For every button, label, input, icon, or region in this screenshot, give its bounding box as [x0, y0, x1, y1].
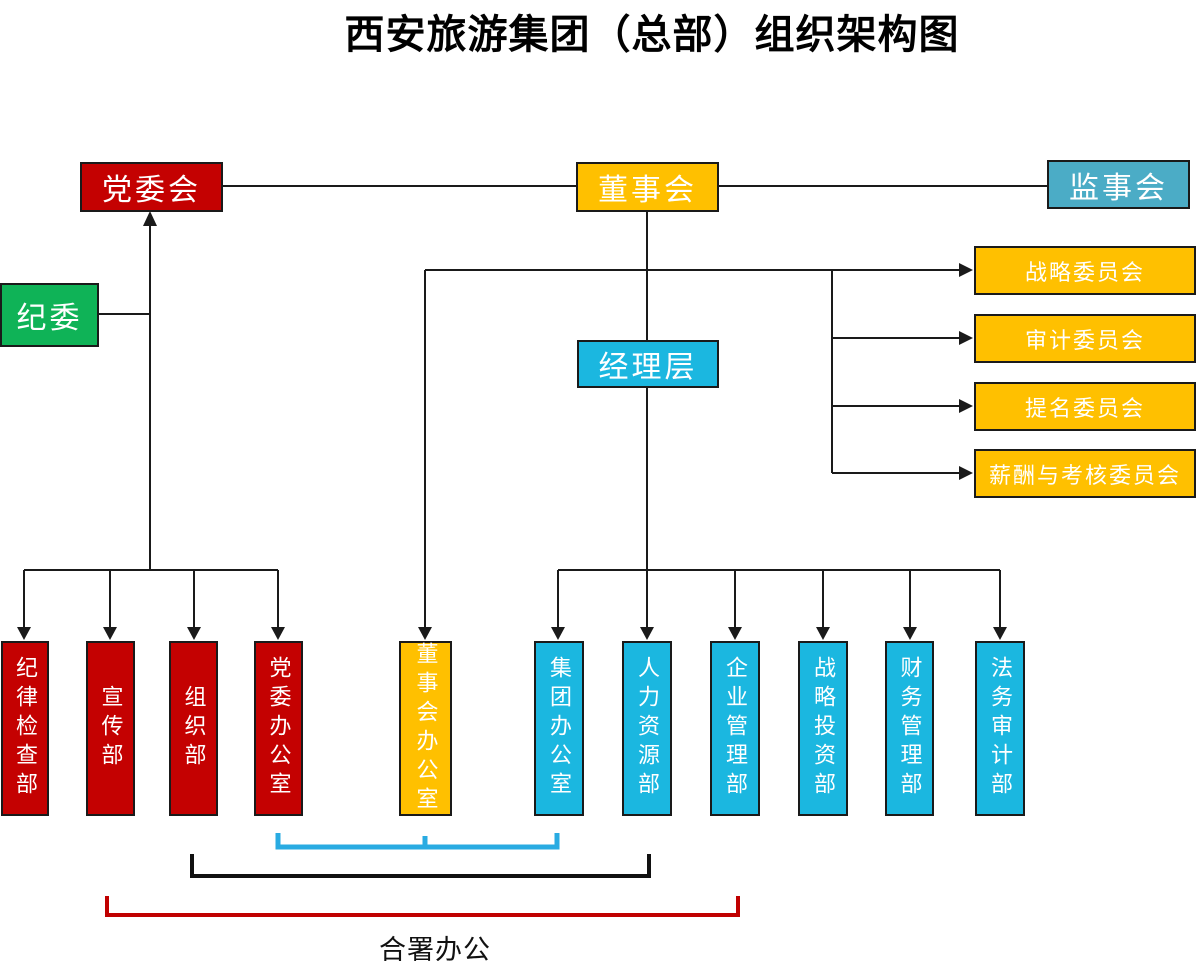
node-publicity-dept: 宣传部: [86, 641, 135, 816]
node-label: 宣传部: [98, 685, 124, 772]
node-label: 集团办公室: [547, 656, 572, 801]
node-finance-management-dept: 财务管理部: [885, 641, 934, 816]
bracket-blue: [275, 833, 560, 850]
arrowheads: [17, 211, 1007, 640]
node-label: 纪律检查部: [13, 656, 38, 801]
node-strategic-investment-dept: 战略投资部: [798, 641, 848, 816]
bracket-red: [105, 896, 740, 917]
node-party-committee: 党委会: [80, 162, 223, 212]
node-label: 人力资源部: [635, 656, 660, 801]
node-label: 战略投资部: [811, 656, 836, 801]
node-supervisory-board: 监事会: [1047, 160, 1190, 209]
bracket-black: [190, 854, 651, 878]
node-party-committee-office: 党委办公室: [254, 641, 303, 816]
node-audit-committee: 审计委员会: [974, 314, 1196, 363]
node-label: 法务审计部: [988, 656, 1013, 801]
node-nomination-committee: 提名委员会: [974, 382, 1196, 431]
node-human-resources-dept: 人力资源部: [622, 641, 672, 816]
node-strategy-committee: 战略委员会: [974, 246, 1196, 295]
page-title: 西安旅游集团（总部）组织架构图: [344, 12, 960, 57]
node-label: 企业管理部: [723, 656, 748, 801]
node-discipline-inspection-dept: 纪律检查部: [1, 641, 49, 816]
node-group-office: 集团办公室: [534, 641, 584, 816]
connector-lines: [23, 185, 1047, 628]
node-label: 党委办公室: [266, 656, 292, 801]
node-organization-dept: 组织部: [169, 641, 218, 816]
node-label: 董事会办公室: [413, 641, 439, 816]
node-remuneration-committee: 薪酬与考核委员会: [974, 449, 1196, 498]
node-discipline-committee: 纪委: [0, 283, 99, 347]
joint-office-label: 合署办公: [379, 935, 491, 961]
node-board-office: 董事会办公室: [399, 641, 452, 816]
node-enterprise-management-dept: 企业管理部: [710, 641, 760, 816]
node-legal-audit-dept: 法务审计部: [975, 641, 1025, 816]
node-label: 组织部: [181, 685, 207, 772]
node-board: 董事会: [576, 162, 719, 212]
node-management-level: 经理层: [577, 340, 719, 388]
node-label: 财务管理部: [897, 656, 923, 801]
